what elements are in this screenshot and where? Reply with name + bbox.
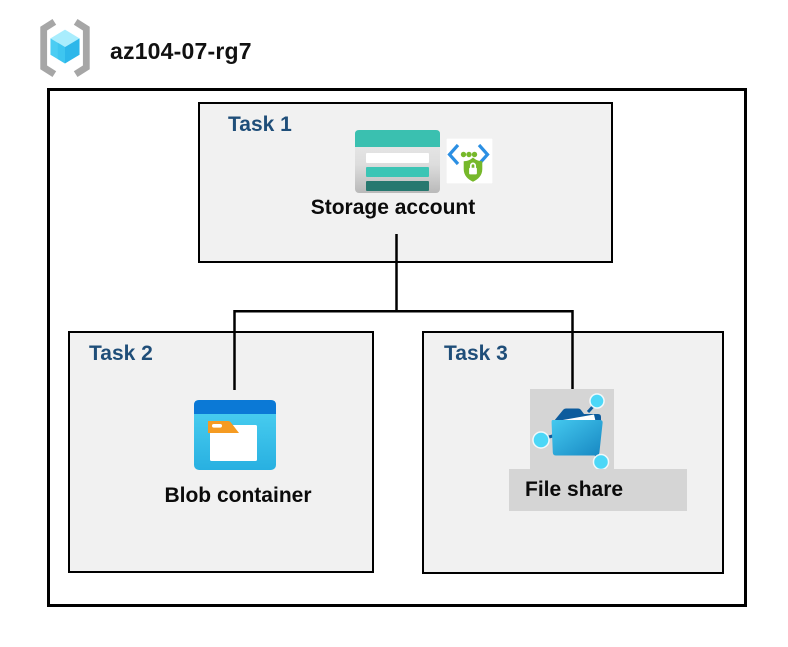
storage-account-label: Storage account	[310, 196, 476, 219]
resource-group-icon	[40, 18, 90, 78]
resource-group-name: az104-07-rg7	[110, 38, 252, 64]
blob-container-label: Blob container	[164, 484, 312, 507]
file-share-icon	[532, 393, 610, 469]
blob-container-icon	[194, 400, 276, 470]
file-share-label: File share	[525, 478, 624, 501]
task1-label: Task 1	[228, 113, 292, 136]
file-share-label-plate: File share	[509, 469, 687, 511]
task2-label: Task 2	[89, 342, 153, 365]
file-share-icon-plate	[530, 389, 614, 469]
task3-label: Task 3	[444, 342, 508, 365]
storage-account-icon	[355, 130, 440, 193]
shared-access-signature-icon	[446, 138, 493, 184]
